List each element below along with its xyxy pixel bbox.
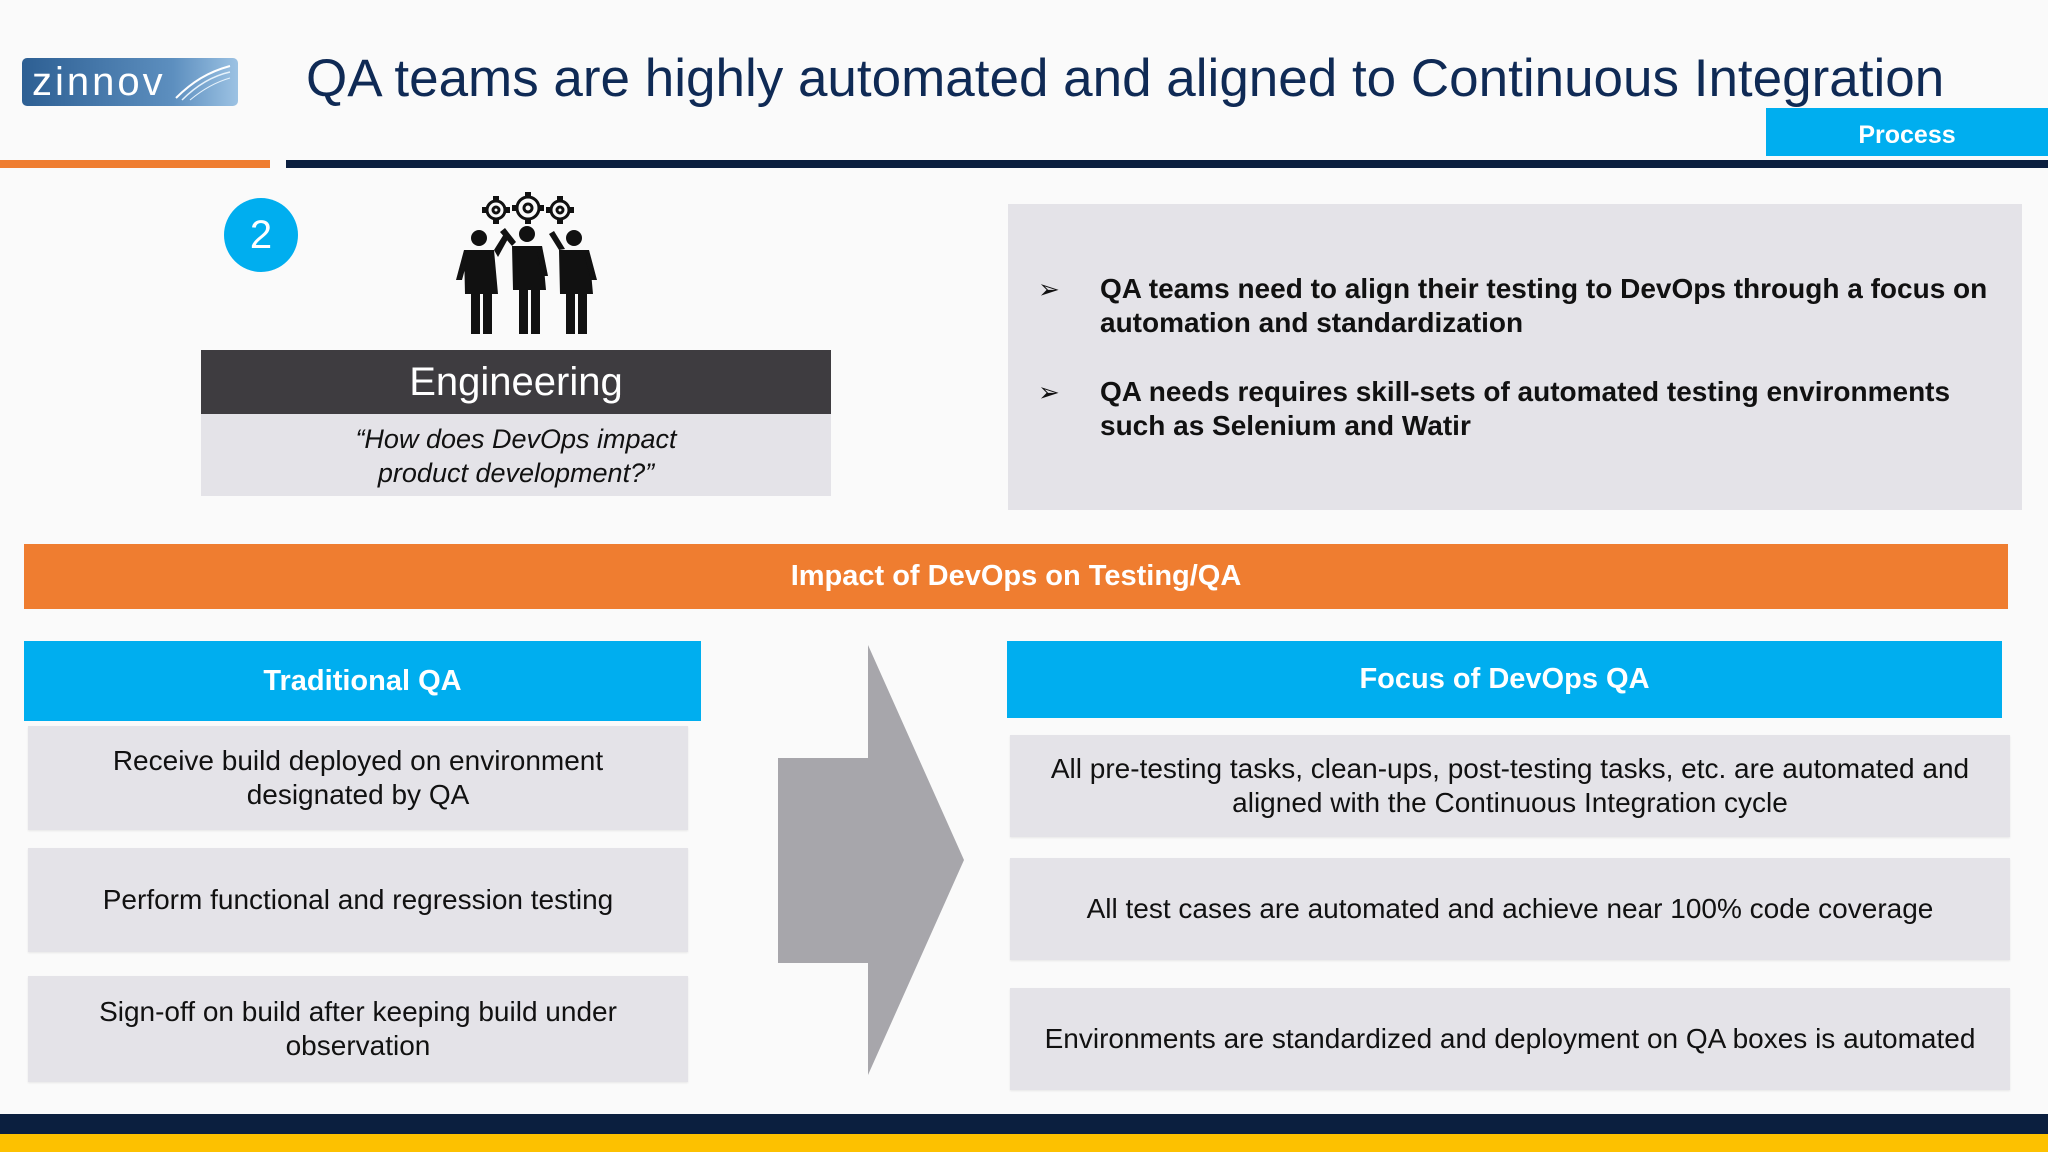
header-rule-navy	[286, 160, 2048, 168]
bullet-arrow-icon: ➢	[1038, 274, 1060, 304]
engineering-heading: Engineering	[201, 350, 831, 414]
zinnov-logo: zinnov	[22, 58, 238, 106]
key-points-panel: ➢ QA teams need to align their testing t…	[1008, 204, 2022, 510]
swoosh-icon	[175, 65, 231, 101]
devops-qa-item: All test cases are automated and achieve…	[1010, 858, 2010, 960]
item-line-1: Receive build deployed on environment	[112, 745, 604, 776]
transition-arrow-icon	[778, 645, 964, 1080]
header-rule-orange	[0, 160, 270, 168]
item-line-1: All pre-testing tasks, clean-ups, post-t…	[1050, 753, 1970, 784]
traditional-qa-item: Receive build deployed on environment de…	[28, 726, 688, 830]
key-point: ➢ QA needs requires skill-sets of automa…	[1030, 375, 2002, 443]
devops-qa-item: All pre-testing tasks, clean-ups, post-t…	[1010, 735, 2010, 837]
item-line-1: Environments are standardized and deploy…	[1044, 1023, 1976, 1054]
step-number-badge: 2	[224, 198, 298, 272]
item-line-1: All test cases are automated and achieve…	[1086, 893, 1934, 924]
traditional-qa-heading: Traditional QA	[24, 641, 701, 721]
item-line-2: aligned with the Continuous Integration …	[1232, 787, 1788, 818]
key-point: ➢ QA teams need to align their testing t…	[1030, 272, 2002, 340]
traditional-qa-item: Perform functional and regression testin…	[28, 848, 688, 952]
key-point-line-2: such as Selenium and Watir	[1100, 410, 1471, 441]
item-line-2: designated by QA	[246, 779, 470, 810]
devops-qa-item: Environments are standardized and deploy…	[1010, 988, 2010, 1090]
impact-banner: Impact of DevOps on Testing/QA	[24, 544, 2008, 609]
footer-bar-navy	[0, 1114, 2048, 1134]
section-tag: Process	[1766, 108, 2048, 156]
team-gears-icon	[452, 190, 602, 343]
question-line-2: product development?”	[377, 458, 655, 488]
page-title: QA teams are highly automated and aligne…	[306, 49, 1945, 108]
key-point-line-1: QA teams need to align their testing to …	[1100, 273, 1988, 304]
question-line-1: “How does DevOps impact	[355, 424, 677, 454]
item-line-1: Sign-off on build after keeping build un…	[99, 996, 617, 1027]
logo-text: zinnov	[32, 60, 166, 104]
traditional-qa-item: Sign-off on build after keeping build un…	[28, 976, 688, 1082]
footer-bar-yellow	[0, 1134, 2048, 1152]
item-line-2: observation	[285, 1030, 431, 1061]
devops-qa-heading: Focus of DevOps QA	[1007, 641, 2002, 718]
key-point-line-1: QA needs requires skill-sets of automate…	[1100, 376, 1951, 407]
item-line-1: Perform functional and regression testin…	[102, 884, 614, 915]
bullet-arrow-icon: ➢	[1038, 377, 1060, 407]
key-point-line-2: automation and standardization	[1100, 307, 1524, 338]
engineering-question: “How does DevOps impact product developm…	[201, 414, 831, 496]
